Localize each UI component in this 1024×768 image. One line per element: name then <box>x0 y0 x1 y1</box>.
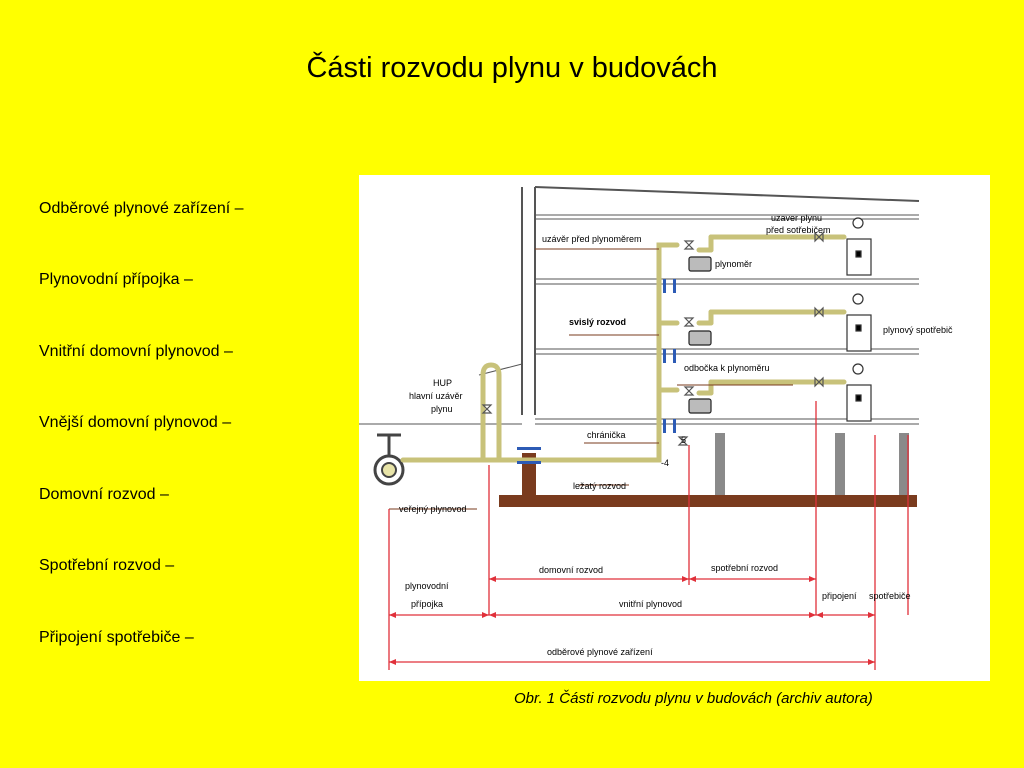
label-odberove-zarizeni: odběrové plynové zařízení <box>547 647 653 657</box>
dimension-arrows <box>389 576 875 665</box>
label-vnitrni-plynovod: vnitřní plynovod <box>619 599 682 609</box>
label-hlavni-uzaver: hlavní uzávěr <box>409 391 463 401</box>
valve-icon <box>481 231 824 446</box>
ground-slab <box>499 495 917 507</box>
sleeve-icon <box>517 279 676 464</box>
label-pred-spotrebicem: před sotřebičem <box>766 225 831 235</box>
label-pripojeni: připojení <box>822 591 857 601</box>
label-domovni-rozvod: domovní rozvod <box>539 565 603 575</box>
label-plynomer: plynoměr <box>715 259 752 269</box>
support-column <box>899 433 909 495</box>
gas-pipes <box>400 234 847 463</box>
support-column <box>835 433 845 495</box>
label-uzaver-plynu: uzaver plynu <box>771 213 822 223</box>
label-num-5: 5 <box>681 435 686 445</box>
label-verejny-plynovod: veřejný plynovod <box>399 504 467 514</box>
label-chranicka: chránička <box>587 430 626 440</box>
leader-lines <box>389 248 793 510</box>
label-svisly-rozvod: svislý rozvod <box>569 317 626 327</box>
dimension-lines <box>388 401 909 670</box>
gas-distribution-diagram: uzávěr před plynoměrem uzaver plynu před… <box>359 175 990 681</box>
label-spotrebice: spotřebiče <box>869 591 911 601</box>
label-lezaty-rozvod: ležatý rozvod <box>573 481 626 491</box>
term-item: Plynovodní přípojka – <box>39 271 193 288</box>
label-plynovy-spotrebic: plynový spotřebič <box>883 325 953 335</box>
term-item: Vnitřní domovní plynovod – <box>39 343 233 360</box>
label-plynovodni: plynovodní <box>405 581 449 591</box>
building-structure <box>359 186 920 425</box>
label-pripojka: přípojka <box>411 599 443 609</box>
term-item: Vnější domovní plynovod – <box>39 414 232 431</box>
gas-appliance-icon <box>846 217 872 422</box>
slide-title: Části rozvodu plynu v budovách <box>306 52 718 84</box>
term-item: Domovní rozvod – <box>39 486 169 503</box>
figure-caption: Obr. 1 Části rozvodu plynu v budovách (a… <box>514 690 873 707</box>
label-spotrebni-rozvod: spotřební rozvod <box>711 563 778 573</box>
label-num-4: -4 <box>661 458 669 468</box>
gas-meter-icon <box>688 256 712 414</box>
term-item: Spotřební rozvod – <box>39 557 175 574</box>
label-odbocka: odbočka k plynoměru <box>684 363 770 373</box>
label-uzaver-pred-plynomerem: uzávěr před plynoměrem <box>542 234 642 244</box>
term-item: Připojení spotřebiče – <box>39 629 194 646</box>
label-plynu: plynu <box>431 404 453 414</box>
label-hup: HUP <box>433 378 452 388</box>
public-gas-main <box>373 433 405 486</box>
term-item: Odběrové plynové zařízení – <box>39 200 244 217</box>
support-column <box>715 433 725 495</box>
